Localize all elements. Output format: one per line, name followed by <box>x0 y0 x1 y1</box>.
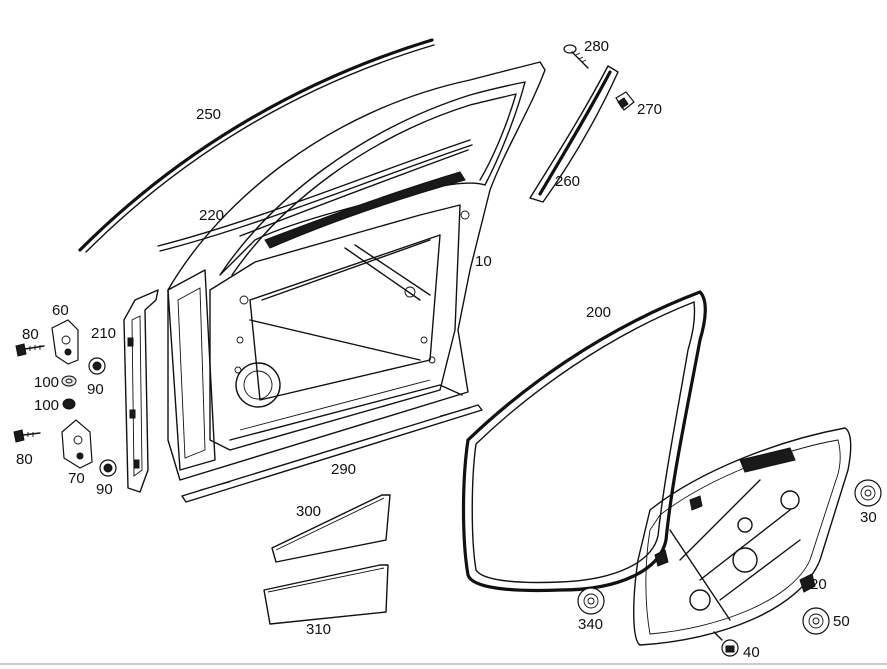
label-90-lower: 90 <box>96 481 113 498</box>
part-280-screw[interactable] <box>563 44 589 69</box>
part-10-door-shell[interactable] <box>167 61 546 481</box>
part-90-nut-lower[interactable] <box>99 459 117 477</box>
part-220-seal-strip[interactable] <box>157 139 473 252</box>
label-70: 70 <box>68 470 85 487</box>
label-220: 220 <box>199 207 224 224</box>
part-70-lower-hinge[interactable] <box>61 419 93 469</box>
label-250: 250 <box>196 106 221 123</box>
part-20-door-module[interactable] <box>633 427 852 646</box>
label-60: 60 <box>52 302 69 319</box>
part-50-round-plug[interactable] <box>802 607 830 635</box>
part-100-bushing-lower[interactable] <box>62 398 76 410</box>
part-340-round-plug[interactable] <box>577 587 605 615</box>
label-280: 280 <box>584 38 609 55</box>
part-300-foil-sheet[interactable] <box>271 494 391 563</box>
part-290-sill-strip[interactable] <box>181 404 483 503</box>
label-90-upper: 90 <box>87 381 104 398</box>
part-80-bolt-lower[interactable] <box>13 429 41 443</box>
label-30: 30 <box>860 509 877 526</box>
part-30-round-plug[interactable] <box>854 479 882 507</box>
label-40: 40 <box>743 644 760 661</box>
part-250-window-frame-moulding[interactable] <box>78 38 435 253</box>
label-310: 310 <box>306 621 331 638</box>
part-260-pillar-trim[interactable] <box>529 65 619 203</box>
label-80-upper: 80 <box>22 326 39 343</box>
label-80-lower: 80 <box>16 451 33 468</box>
part-80-bolt-upper[interactable] <box>15 343 45 357</box>
part-60-upper-hinge[interactable] <box>51 319 79 365</box>
part-310-foil-sheet[interactable] <box>263 564 389 625</box>
label-20: 20 <box>810 576 827 593</box>
part-100-bushing-upper[interactable] <box>61 375 77 387</box>
part-200-door-seal[interactable] <box>461 290 707 593</box>
label-100-lower: 100 <box>34 397 59 414</box>
label-260: 260 <box>555 173 580 190</box>
label-270: 270 <box>637 101 662 118</box>
label-100-upper: 100 <box>34 374 59 391</box>
part-90-nut-upper[interactable] <box>88 357 106 375</box>
part-270-clip[interactable] <box>615 91 635 111</box>
label-200: 200 <box>586 304 611 321</box>
label-50: 50 <box>833 613 850 630</box>
label-210: 210 <box>91 325 116 342</box>
label-340: 340 <box>578 616 603 633</box>
label-300: 300 <box>296 503 321 520</box>
label-290: 290 <box>331 461 356 478</box>
part-210-hinge-cover[interactable] <box>123 289 159 493</box>
part-40-screw[interactable] <box>713 631 739 657</box>
label-10: 10 <box>475 253 492 270</box>
